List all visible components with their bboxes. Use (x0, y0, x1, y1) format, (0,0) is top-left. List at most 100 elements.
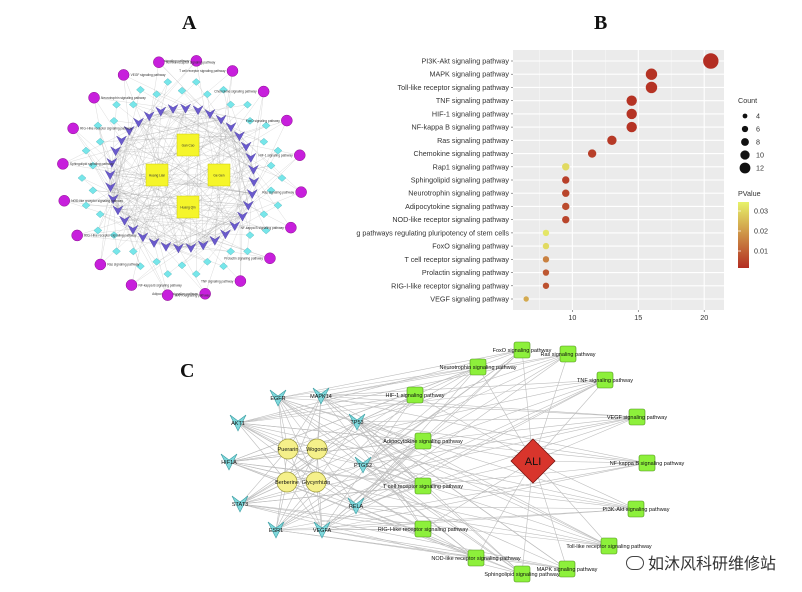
edge (532, 379, 606, 462)
compound-node (81, 201, 91, 210)
pathway-node (281, 114, 293, 127)
panel-a-letter: A (182, 12, 197, 34)
edge (356, 421, 568, 570)
data-point (542, 242, 550, 250)
legend-pvalue-label: 0.02 (754, 227, 768, 236)
pathway-label: MAPK signaling pathway (537, 567, 598, 573)
category-label: g pathways regulating pluripotency of st… (356, 228, 509, 237)
target-label: MAPK14 (310, 394, 332, 400)
pathway-node (293, 149, 306, 161)
pathway-label: TNF signaling pathway (577, 378, 633, 384)
target-label: EGFR (270, 396, 285, 402)
category-label: TNF signaling pathway (436, 96, 510, 105)
legend-count-dot (741, 125, 749, 133)
edge (277, 397, 610, 547)
edge (355, 379, 606, 507)
pathway-label: VEGF signaling pathway (131, 73, 166, 77)
edge (110, 122, 139, 187)
compound-node (152, 257, 161, 266)
edge (149, 115, 222, 120)
target-node (192, 105, 204, 116)
edge (110, 81, 168, 187)
panel-c-letter: C (180, 360, 195, 382)
pathway-node (285, 221, 297, 234)
target-node (119, 215, 131, 226)
pathway-label: FoxO signaling pathway (493, 348, 552, 354)
edge (142, 119, 222, 237)
data-point (542, 269, 550, 276)
pathway-label: TNF signaling pathway (201, 279, 234, 283)
edge (77, 215, 243, 236)
target-node (172, 243, 184, 254)
herb-node (176, 133, 200, 157)
edge (81, 177, 215, 241)
edge (275, 440, 424, 531)
compound-node (136, 262, 145, 270)
edge (205, 233, 226, 294)
data-point (542, 282, 550, 289)
edge (160, 110, 264, 142)
edge (355, 440, 424, 507)
compound-node (226, 100, 235, 109)
compound-node (136, 85, 145, 94)
edge (532, 460, 637, 510)
target-label: STAT3 (232, 502, 248, 508)
compound-node (129, 100, 138, 109)
compound-node (266, 186, 276, 195)
edge (321, 508, 637, 531)
edge (239, 448, 289, 505)
edge (228, 448, 318, 463)
edge (100, 198, 114, 265)
target-label: TP53 (350, 420, 363, 426)
edge (237, 422, 637, 510)
data-point (562, 202, 570, 211)
edge (356, 421, 648, 464)
edge (73, 128, 144, 237)
edge (113, 120, 235, 226)
herb-label: Huang Qin (180, 206, 195, 210)
edge (277, 379, 606, 399)
edge (362, 379, 606, 466)
pathway-node (513, 565, 531, 583)
pvalue-colorbar (738, 202, 749, 268)
network-a-edges (62, 60, 302, 296)
pathway-label: Adipocytokine signaling pathway (152, 292, 198, 296)
legend-pvalue-label: 0.01 (754, 247, 768, 256)
pathway-label: NF-kappa B signaling pathway (139, 283, 183, 287)
edge (116, 108, 174, 252)
data-point (562, 189, 570, 197)
edge (275, 379, 606, 531)
edge (253, 181, 265, 215)
data-point (645, 81, 658, 94)
data-point (626, 95, 637, 106)
pathway-node (234, 275, 247, 287)
herb-label: Huang Lian (149, 174, 166, 178)
compound-node (112, 247, 121, 256)
data-point (523, 296, 529, 302)
pathway-node (558, 560, 576, 578)
pathway-node (161, 289, 174, 301)
category-label: Prolactin signaling pathway (422, 268, 510, 277)
compound-node (219, 85, 228, 94)
target-node (105, 182, 117, 193)
pathway-node (57, 158, 69, 170)
edge (225, 233, 251, 236)
edge (133, 104, 240, 136)
edge (228, 366, 479, 463)
pathway-node (94, 258, 107, 271)
edge (113, 165, 272, 199)
edge (315, 421, 358, 483)
data-point (645, 68, 658, 80)
edge (132, 62, 159, 230)
edge (320, 395, 610, 547)
edge (225, 169, 254, 234)
target-node (167, 103, 179, 114)
compound-node (245, 117, 255, 125)
edge (197, 109, 243, 217)
legend-count-title: Count (738, 96, 757, 105)
pathway-label: NF-kappa B signaling pathway (610, 461, 685, 467)
target-node (115, 135, 128, 146)
target-node (313, 521, 331, 539)
